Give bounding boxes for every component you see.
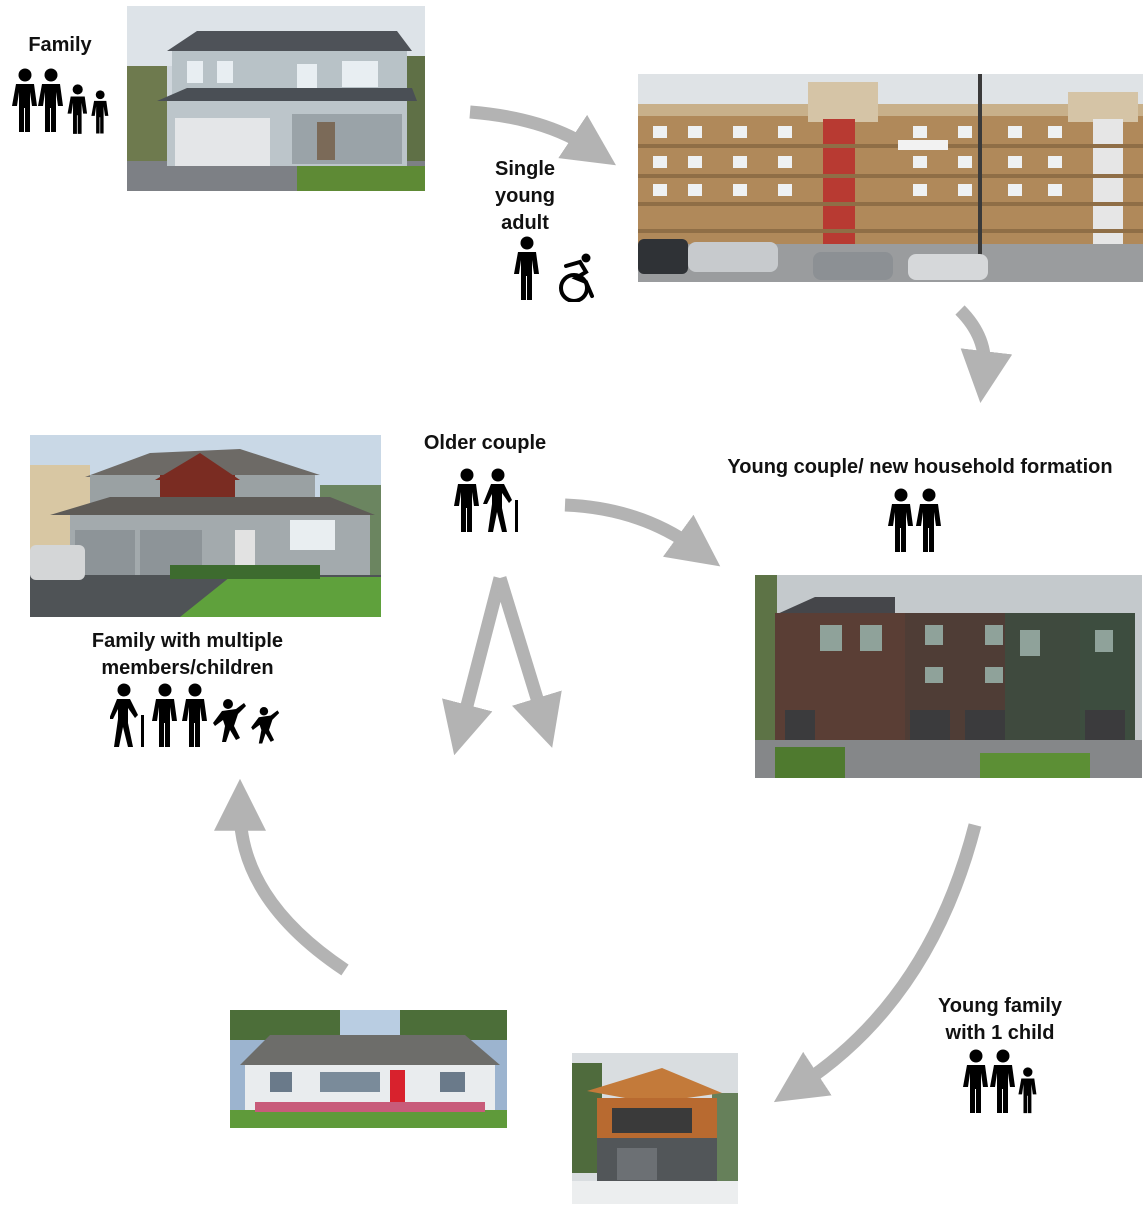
- young-family-label: Young family with 1 child: [915, 993, 1085, 1047]
- label-line: Single: [494, 158, 555, 180]
- family-multiple-icons: [110, 683, 290, 749]
- small-house-photo: [572, 1053, 738, 1204]
- family-label: Family: [28, 34, 92, 56]
- person-icon: [152, 683, 177, 747]
- family-multiple-label: Family with multiple members/children: [55, 628, 320, 682]
- arrow-apartment-to-couple: [955, 305, 1013, 403]
- person-icon: [990, 1049, 1015, 1113]
- dancing-child-icon: [213, 699, 246, 742]
- wheelchair-icon: [559, 253, 594, 302]
- family-house-photo: [127, 6, 425, 191]
- person-icon: [963, 1049, 988, 1113]
- young-couple-icons: [886, 488, 946, 554]
- arrow-up-split-left: [442, 576, 507, 756]
- label-line: young: [495, 185, 555, 207]
- label-line: with 1 child: [945, 1022, 1055, 1044]
- elder-with-cane-icon: [483, 468, 518, 532]
- apartment-building-photo: [638, 74, 1143, 282]
- dancing-child-icon: [251, 707, 280, 744]
- arrow-townhouses-to-small: [773, 823, 982, 1103]
- arrow-ranch-to-large: [214, 778, 349, 976]
- label-line: adult: [501, 212, 549, 234]
- child-icon: [1018, 1067, 1037, 1114]
- label-line: members/children: [101, 657, 274, 679]
- child-icon: [67, 84, 88, 134]
- large-family-house-photo: [30, 435, 381, 617]
- person-icon: [182, 683, 207, 747]
- elder-with-cane-icon: [110, 683, 144, 747]
- label-line: Family with multiple: [91, 630, 284, 652]
- arrow-family-to-apartment: [469, 105, 616, 166]
- arrow-up-split-right: [493, 576, 562, 748]
- young-couple-label: Young couple/ new household formation: [727, 456, 1113, 478]
- person-icon: [514, 236, 539, 300]
- person-icon: [888, 488, 913, 552]
- young-family-icons: [961, 1049, 1043, 1115]
- single-young-adult-label: Single young adult: [475, 156, 575, 237]
- child-icon: [91, 90, 109, 134]
- single-young-adult-icons: [512, 236, 604, 302]
- person-icon: [38, 68, 63, 132]
- arrow-older-to-townhouses: [564, 498, 721, 567]
- person-icon: [454, 468, 479, 532]
- older-couple-icons: [452, 468, 527, 534]
- person-icon: [916, 488, 941, 552]
- person-icon: [12, 68, 37, 132]
- family-icons: [10, 68, 115, 134]
- label-line: Young family: [937, 995, 1063, 1017]
- ranch-house-photo: [230, 1010, 507, 1128]
- older-couple-label: Older couple: [423, 432, 547, 454]
- townhouses-photo: [755, 575, 1142, 778]
